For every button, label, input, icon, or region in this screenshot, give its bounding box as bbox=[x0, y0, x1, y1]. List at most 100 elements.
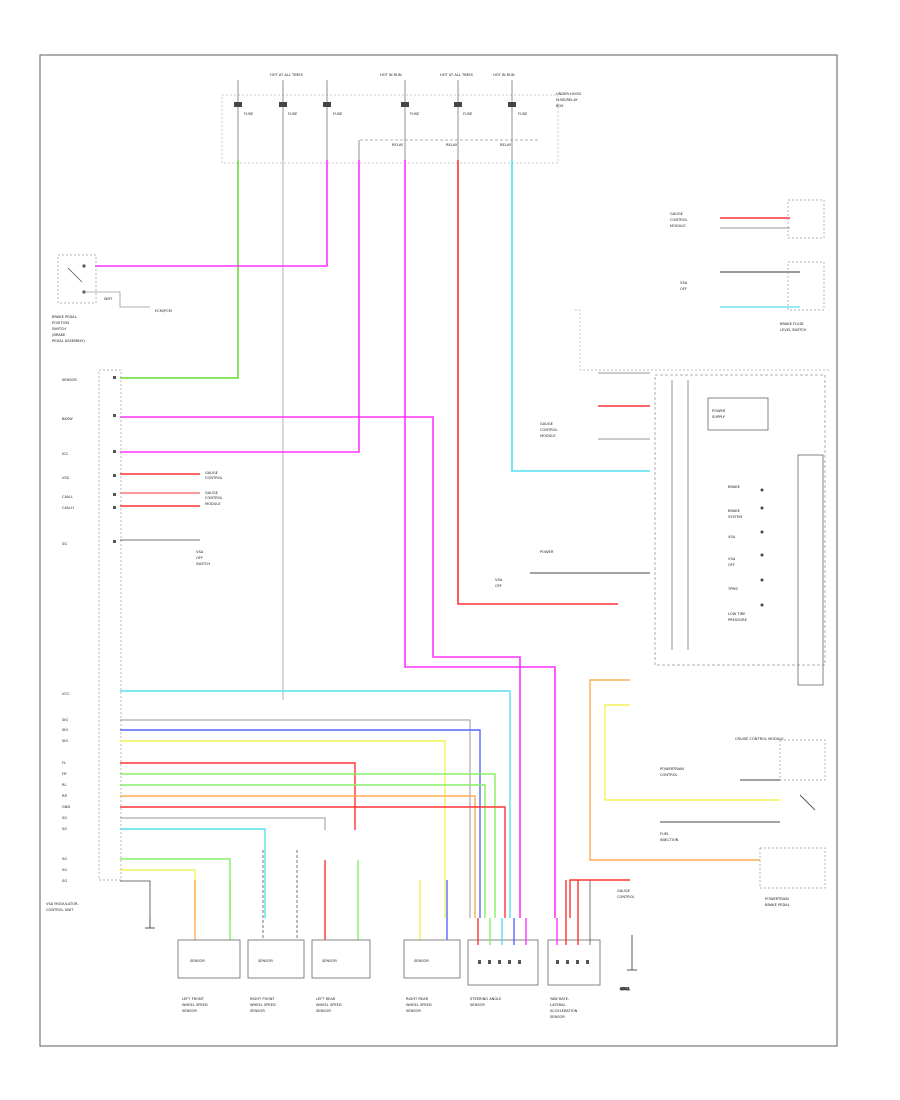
svg-text:SENSOR: SENSOR bbox=[250, 1009, 265, 1013]
svg-text:PEDAL ASSEMBLY): PEDAL ASSEMBLY) bbox=[52, 339, 85, 343]
svg-text:FUEL: FUEL bbox=[660, 832, 669, 836]
svg-text:SENSOR: SENSOR bbox=[414, 959, 429, 963]
svg-text:SENSOR: SENSOR bbox=[258, 959, 273, 963]
svg-text:LOW TIRE: LOW TIRE bbox=[728, 612, 746, 616]
svg-text:CONTROL: CONTROL bbox=[617, 895, 635, 899]
svg-text:OFF: OFF bbox=[196, 556, 203, 560]
brake-pedal-switch: BRAKE PEDAL POSITION SWITCH (BRAKE PEDAL… bbox=[52, 254, 172, 343]
svg-text:BKSW: BKSW bbox=[62, 417, 73, 421]
svg-text:IG1: IG1 bbox=[62, 452, 68, 456]
svg-text:WHT: WHT bbox=[104, 297, 113, 301]
svg-text:FUSE: FUSE bbox=[518, 112, 528, 116]
ground-symbols: G501 bbox=[145, 918, 637, 991]
svg-text:SIG: SIG bbox=[62, 718, 68, 722]
svg-text:RELAY: RELAY bbox=[392, 143, 404, 147]
svg-text:POWER: POWER bbox=[712, 409, 726, 413]
svg-text:WHEEL SPEED: WHEEL SPEED bbox=[182, 1003, 208, 1007]
svg-text:WHEEL SPEED: WHEEL SPEED bbox=[406, 1003, 432, 1007]
svg-text:POWER: POWER bbox=[540, 550, 554, 554]
svg-text:SG: SG bbox=[62, 816, 67, 820]
svg-text:SG: SG bbox=[62, 879, 67, 883]
svg-text:CONTROL UNIT: CONTROL UNIT bbox=[46, 908, 74, 912]
svg-text:SUPPLY: SUPPLY bbox=[712, 415, 726, 419]
svg-text:RELAY: RELAY bbox=[446, 143, 458, 147]
svg-text:BRAKE: BRAKE bbox=[728, 509, 741, 513]
svg-text:SIG: SIG bbox=[62, 739, 68, 743]
svg-text:HOT IN RUN: HOT IN RUN bbox=[380, 73, 402, 77]
svg-text:SWITCH: SWITCH bbox=[52, 327, 66, 331]
svg-text:UNDER-HOOD: UNDER-HOOD bbox=[556, 92, 581, 96]
trunk-wires bbox=[95, 160, 650, 918]
svg-text:SENSOR: SENSOR bbox=[470, 1003, 485, 1007]
svg-text:CONTROL: CONTROL bbox=[205, 476, 223, 480]
svg-text:SIG: SIG bbox=[62, 728, 68, 732]
svg-text:RIGHT FRONT: RIGHT FRONT bbox=[250, 997, 275, 1001]
svg-text:(BRAKE: (BRAKE bbox=[52, 333, 66, 337]
svg-text:OFF: OFF bbox=[728, 563, 735, 567]
svg-text:GAUGE: GAUGE bbox=[670, 212, 684, 216]
svg-text:VCC: VCC bbox=[62, 692, 70, 696]
svg-text:FUSE: FUSE bbox=[333, 112, 343, 116]
svg-text:GAUGE: GAUGE bbox=[540, 422, 554, 426]
svg-text:SWITCH: SWITCH bbox=[196, 562, 210, 566]
svg-text:FL: FL bbox=[62, 761, 66, 765]
svg-text:VSA: VSA bbox=[495, 578, 503, 582]
svg-text:BRAKE PEDAL: BRAKE PEDAL bbox=[52, 315, 77, 319]
svg-text:INJECTION: INJECTION bbox=[660, 838, 679, 842]
top-fuse-relay-block: HOT AT ALL TIMES HOT IN RUN HOT AT ALL T… bbox=[221, 73, 581, 164]
svg-text:FUSE: FUSE bbox=[244, 112, 254, 116]
svg-text:ECM/PCM: ECM/PCM bbox=[155, 309, 172, 313]
svg-text:STEERING ANGLE: STEERING ANGLE bbox=[470, 997, 502, 1001]
svg-text:POWERTRAIN: POWERTRAIN bbox=[765, 897, 789, 901]
svg-text:BRAKE PEDAL: BRAKE PEDAL bbox=[765, 903, 790, 907]
svg-text:SENSOR: SENSOR bbox=[190, 959, 205, 963]
svg-text:WHEEL SPEED: WHEEL SPEED bbox=[250, 1003, 276, 1007]
svg-text:HOT AT ALL TIMES: HOT AT ALL TIMES bbox=[440, 73, 474, 77]
svg-text:BRAKE FLUID: BRAKE FLUID bbox=[780, 322, 804, 326]
svg-text:GAUGE: GAUGE bbox=[617, 889, 631, 893]
svg-text:CRUISE CONTROL MODULE: CRUISE CONTROL MODULE bbox=[735, 737, 784, 741]
svg-text:SG: SG bbox=[62, 542, 67, 546]
svg-text:FR: FR bbox=[62, 772, 67, 776]
svg-text:MODULE: MODULE bbox=[540, 434, 556, 438]
svg-text:WHEEL SPEED: WHEEL SPEED bbox=[316, 1003, 342, 1007]
svg-text:LATERAL: LATERAL bbox=[550, 1003, 566, 1007]
svg-text:GAUGE: GAUGE bbox=[205, 471, 219, 475]
svg-text:LEVEL SWITCH: LEVEL SWITCH bbox=[780, 328, 807, 332]
sensor-stub-wires bbox=[194, 850, 448, 940]
svg-text:POWERTRAIN: POWERTRAIN bbox=[660, 767, 684, 771]
svg-text:FUSE/RELAY: FUSE/RELAY bbox=[556, 98, 578, 102]
svg-text:SENSOR: SENSOR bbox=[322, 959, 337, 963]
svg-text:BRAKE: BRAKE bbox=[728, 485, 741, 489]
svg-text:GAUGE: GAUGE bbox=[205, 491, 219, 495]
svg-text:CAN-H: CAN-H bbox=[62, 506, 74, 510]
svg-text:TPMS: TPMS bbox=[727, 587, 738, 591]
wheel-sensor-right-rear: SENSOR RIGHT REAR WHEEL SPEED SENSOR bbox=[403, 939, 461, 1013]
svg-text:CONTROL: CONTROL bbox=[660, 773, 678, 777]
svg-text:CONTROL: CONTROL bbox=[205, 496, 223, 500]
svg-text:ACCELERATION: ACCELERATION bbox=[550, 1009, 578, 1013]
svg-text:LEFT REAR: LEFT REAR bbox=[316, 997, 336, 1001]
svg-text:CONTROL: CONTROL bbox=[540, 428, 558, 432]
wheel-sensor-right-front: SENSOR RIGHT FRONT WHEEL SPEED SENSOR bbox=[247, 939, 305, 1013]
svg-text:SENSOR: SENSOR bbox=[406, 1009, 421, 1013]
svg-text:HOT IN RUN: HOT IN RUN bbox=[493, 73, 515, 77]
svg-text:POSITION: POSITION bbox=[52, 321, 69, 325]
svg-text:RIGHT REAR: RIGHT REAR bbox=[406, 997, 429, 1001]
steering-angle-sensor: STEERING ANGLE SENSOR bbox=[467, 939, 539, 1007]
svg-text:SYSTEM: SYSTEM bbox=[728, 515, 742, 519]
svg-text:GND: GND bbox=[62, 805, 70, 809]
svg-text:CAN-L: CAN-L bbox=[62, 495, 73, 499]
svg-text:LEFT FRONT: LEFT FRONT bbox=[182, 997, 205, 1001]
svg-text:BOX: BOX bbox=[556, 104, 564, 108]
svg-text:SG: SG bbox=[62, 868, 67, 872]
svg-text:SENSOR: SENSOR bbox=[62, 378, 77, 382]
svg-text:FUSE: FUSE bbox=[463, 112, 473, 116]
svg-text:G501: G501 bbox=[620, 987, 630, 991]
svg-text:FUSE: FUSE bbox=[410, 112, 420, 116]
sensor-harness-wires bbox=[120, 690, 511, 918]
